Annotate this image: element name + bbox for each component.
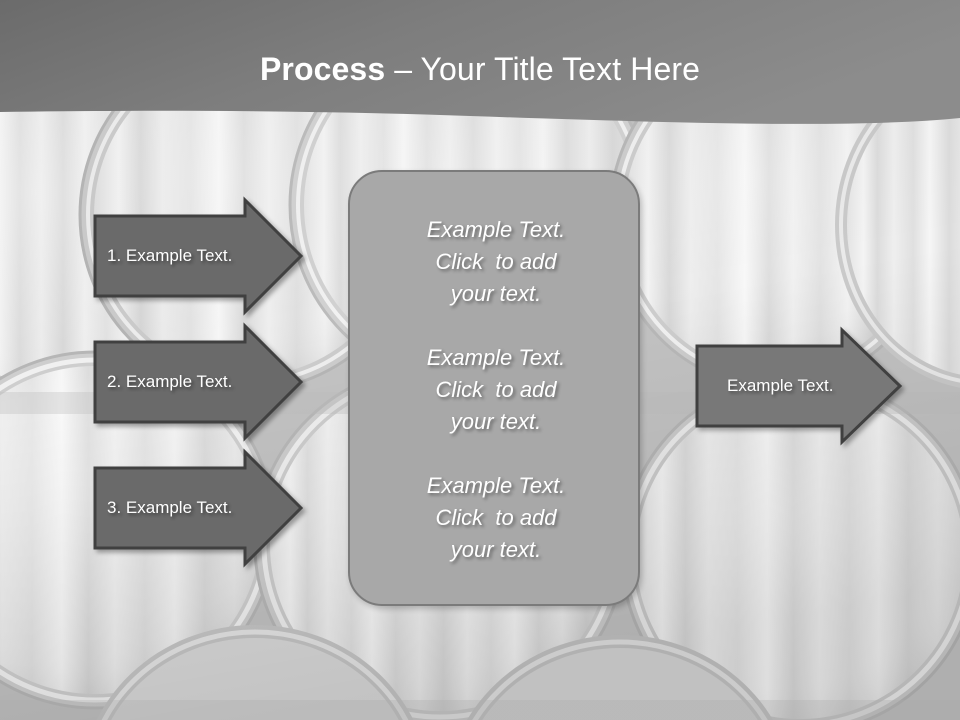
process-description-panel[interactable]: Example Text. Click to add your text. Ex…	[348, 170, 640, 606]
description-block-1: Example Text. Click to add your text.	[350, 214, 642, 310]
description-block-3-line-2: Click to add	[435, 505, 557, 530]
description-block-2-line-1: Example Text.	[426, 345, 566, 370]
description-block-2-line-2: Click to add	[435, 377, 557, 402]
description-block-3: Example Text. Click to add your text.	[350, 470, 642, 566]
description-block-1-line-1: Example Text.	[426, 217, 566, 242]
process-step-arrow-1[interactable]: 1. Example Text.	[93, 196, 304, 316]
description-block-2-line-3: your text.	[450, 409, 542, 434]
process-step-arrow-3-label: 3. Example Text.	[107, 498, 233, 517]
process-step-arrow-3[interactable]: 3. Example Text.	[93, 448, 304, 568]
process-step-arrow-2[interactable]: 2. Example Text.	[93, 322, 304, 442]
description-block-2: Example Text. Click to add your text.	[350, 342, 642, 438]
page-title: Process – Your Title Text Here	[0, 48, 960, 90]
process-output-arrow[interactable]: Example Text.	[695, 326, 905, 446]
description-block-1-line-3: your text.	[450, 281, 542, 306]
description-block-3-line-1: Example Text.	[426, 473, 566, 498]
page-title-rest: – Your Title Text Here	[385, 51, 701, 87]
page-title-bold: Process	[259, 51, 386, 87]
process-step-arrow-2-label: 2. Example Text.	[107, 372, 233, 391]
process-step-arrow-1-label: 1. Example Text.	[107, 246, 233, 265]
process-description-text: Example Text. Click to add your text. Ex…	[350, 214, 642, 566]
description-block-1-line-2: Click to add	[435, 249, 557, 274]
description-block-3-line-3: your text.	[450, 537, 542, 562]
process-output-arrow-label: Example Text.	[727, 376, 834, 395]
